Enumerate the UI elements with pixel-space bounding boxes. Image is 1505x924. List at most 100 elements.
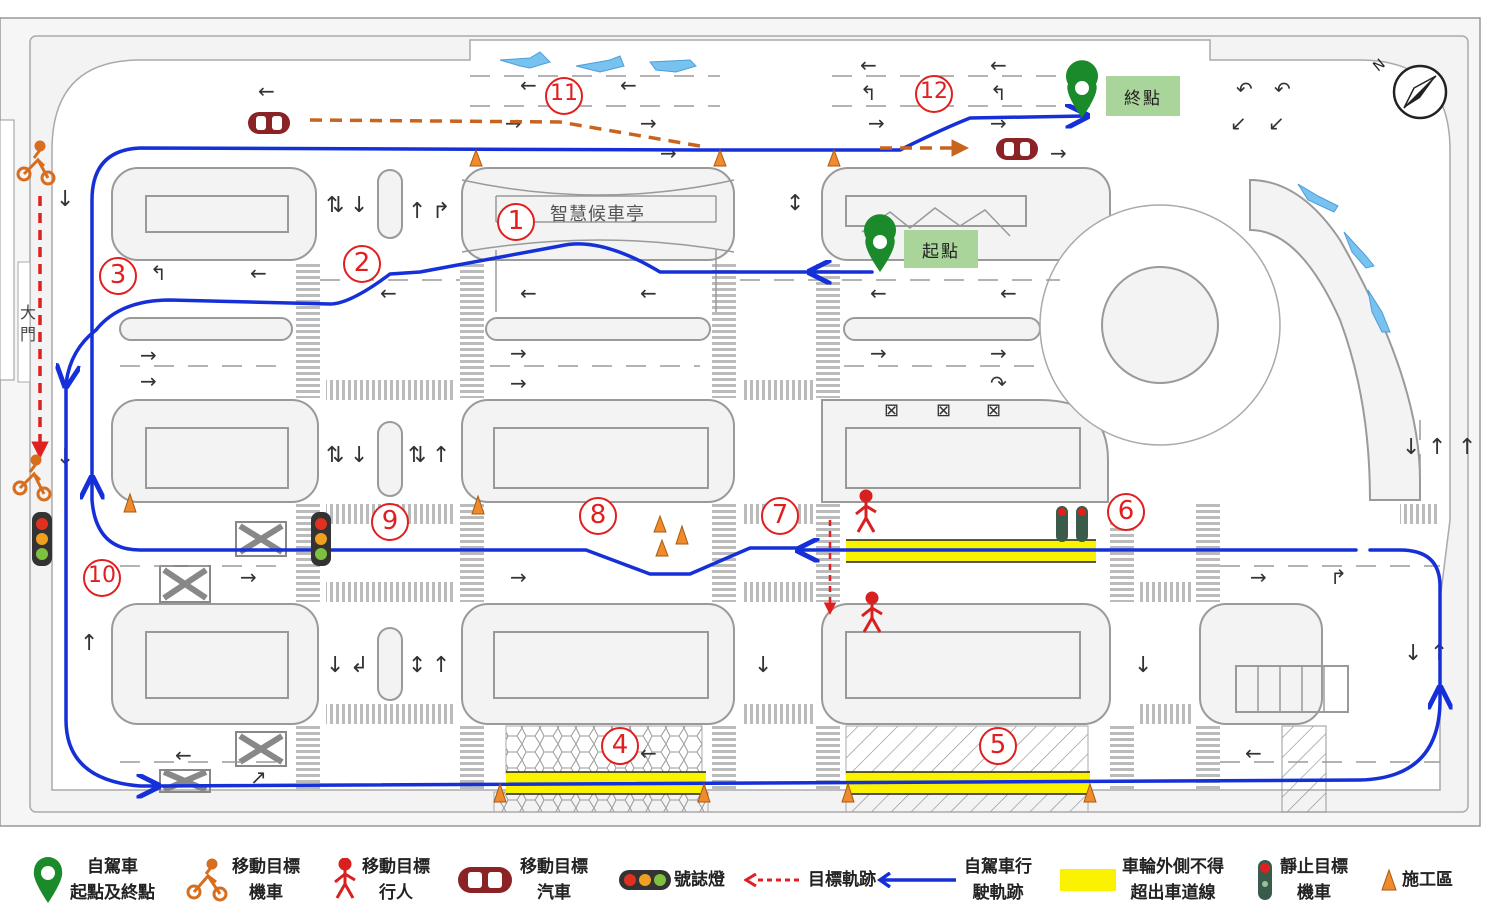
car-icon (458, 867, 512, 893)
svg-text:↑: ↑ (1458, 435, 1476, 460)
svg-text:↕: ↕ (408, 653, 426, 678)
paving-zone-lower (493, 791, 709, 813)
svg-text:⇅: ⇅ (408, 443, 426, 468)
car-icon (248, 112, 290, 134)
checkpoint-markers (83, 75, 1145, 765)
roundabout (1039, 204, 1281, 446)
svg-text:↓: ↓ (754, 653, 772, 678)
legend-item: 施工區 (1380, 840, 1453, 920)
svg-text:→: → (240, 565, 257, 589)
legend-label: 號誌燈 (674, 870, 725, 890)
svg-text:←: ← (870, 281, 887, 305)
checkpoint-7: 7 (771, 500, 789, 530)
legend-item: 自駕車行駛軌跡 (876, 840, 1032, 920)
svg-text:↰: ↰ (860, 81, 877, 105)
svg-text:↑: ↑ (1428, 435, 1446, 460)
svg-text:↙: ↙ (1268, 111, 1285, 135)
svg-text:←: ← (250, 261, 267, 285)
svg-text:→: → (870, 341, 887, 365)
svg-text:←: ← (520, 73, 537, 97)
svg-text:→: → (1050, 141, 1067, 165)
parking-stalls (1257, 666, 1325, 712)
traffic-light-icon (311, 512, 331, 566)
legend-label: 移動目標 (520, 857, 588, 877)
svg-text:←: ← (258, 79, 275, 103)
car-icon (996, 138, 1038, 160)
svg-text:↑: ↑ (432, 653, 450, 678)
svg-text:←: ← (380, 281, 397, 305)
checkpoint-3: 3 (109, 260, 127, 290)
map-pin-icon (33, 857, 63, 903)
pedestrian-icon (334, 858, 356, 899)
hatched-zone-lower (845, 791, 1089, 813)
svg-text:↓: ↓ (1404, 641, 1422, 666)
svg-text:↰: ↰ (990, 81, 1007, 105)
checkpoint-9: 9 (381, 506, 399, 536)
svg-text:⊠: ⊠ (884, 400, 899, 421)
campus-road-map: ←←←→→→ ←←↰↰→→→ ↰←←←←←← →→→→→→↷ →→→↱ ←↗←←… (0, 17, 1481, 827)
svg-text:↕: ↕ (786, 191, 804, 216)
checkpoint-8: 8 (589, 500, 607, 530)
checkpoint-4: 4 (611, 730, 629, 760)
gate-post (17, 261, 31, 383)
cone-icon (1381, 868, 1397, 891)
svg-text:→: → (140, 369, 157, 393)
checkpoint-5: 5 (989, 730, 1007, 760)
legend-label: 汽車 (537, 883, 571, 903)
checkpoint-1: 1 (507, 206, 525, 236)
yellow-bar-icon (1060, 869, 1116, 891)
svg-text:←: ← (990, 53, 1007, 77)
svg-text:→: → (510, 371, 527, 395)
medians (119, 169, 1041, 701)
legend-label: 施工區 (1402, 870, 1453, 890)
cone-icon (123, 148, 1097, 803)
legend-label: 機車 (249, 883, 283, 903)
svg-text:↑: ↑ (408, 199, 426, 224)
city-blocks (111, 167, 1421, 725)
legend-label: 機車 (1297, 883, 1331, 903)
svg-text:→: → (990, 341, 1007, 365)
svg-text:→: → (510, 565, 527, 589)
svg-text:→: → (140, 343, 157, 367)
svg-text:↙: ↙ (1230, 111, 1247, 135)
svg-text:←: ← (1245, 741, 1262, 765)
svg-text:⊠: ⊠ (936, 400, 951, 421)
legend-item: 靜止目標機車 (1254, 840, 1348, 920)
svg-text:↱: ↱ (1330, 565, 1347, 589)
gate-wall (0, 119, 15, 381)
svg-text:←: ← (860, 53, 877, 77)
legend-label: 移動目標 (232, 857, 300, 877)
svg-text:↑: ↑ (432, 443, 450, 468)
legend-label: 車輪外側不得 (1122, 857, 1224, 877)
traffic-light-icon (619, 870, 671, 890)
legend-label: 自駕車 (87, 857, 138, 877)
svg-text:←: ← (640, 281, 657, 305)
svg-text:↓: ↓ (56, 187, 74, 212)
hatched-zone (845, 725, 1089, 775)
legend-label: 自駕車行 (964, 857, 1032, 877)
map-pin-icon (864, 214, 896, 272)
svg-text:←: ← (175, 743, 192, 767)
legend-label: 駛軌跡 (972, 883, 1024, 903)
legend-item: 移動目標行人 (330, 840, 430, 920)
svg-text:⊠: ⊠ (986, 400, 1001, 421)
svg-text:←: ← (640, 741, 657, 765)
svg-text:↓: ↓ (1402, 435, 1420, 460)
checkpoint-10: 10 (88, 563, 116, 588)
end-label: 終點 (1106, 76, 1180, 116)
legend-item: 移動目標汽車 (456, 840, 588, 920)
pedestrian-icon (855, 489, 877, 533)
svg-text:↲: ↲ (350, 653, 368, 678)
svg-text:↑: ↑ (80, 631, 98, 656)
legend-label: 起點及終點 (70, 883, 155, 903)
motorcycle-icon (16, 140, 56, 186)
svg-text:↓: ↓ (1134, 653, 1152, 678)
svg-text:→: → (660, 141, 677, 165)
svg-text:⇅: ⇅ (326, 443, 344, 468)
lane-keep-edges (506, 539, 1096, 795)
svg-text:←: ← (1000, 281, 1017, 305)
legend-label: 行人 (379, 883, 413, 903)
svg-text:←: ← (620, 73, 637, 97)
gate-label: 大門 (20, 303, 38, 344)
svg-text:↶: ↶ (1274, 77, 1291, 101)
